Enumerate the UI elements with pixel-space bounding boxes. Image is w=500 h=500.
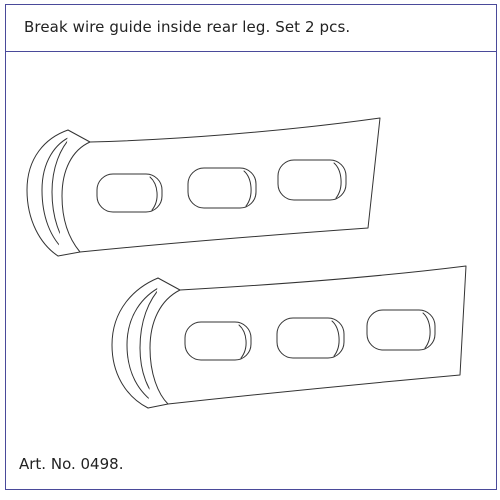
- slot-shadow: [149, 176, 158, 211]
- wire-guide-bottom-body: [147, 265, 467, 409]
- wire-guide-bottom-slots: [184, 309, 436, 361]
- slot: [366, 309, 436, 351]
- slot: [276, 317, 345, 359]
- slot: [96, 173, 163, 213]
- slot-shadow: [333, 162, 342, 199]
- wire-guide-top-body: [57, 117, 381, 257]
- slot: [277, 159, 347, 201]
- wire-guide-bottom: [111, 265, 467, 409]
- page-title: Break wire guide inside rear leg. Set 2 …: [24, 18, 351, 36]
- header-bar: Break wire guide inside rear leg. Set 2 …: [5, 4, 497, 52]
- wire-guide-bottom-end: [149, 289, 181, 405]
- slot: [187, 167, 257, 209]
- slot: [184, 321, 252, 361]
- wire-guide-top-end: [61, 141, 91, 253]
- wire-guide-top-slots: [96, 159, 347, 213]
- slot-shadow: [243, 170, 252, 207]
- slot-shadow: [331, 320, 340, 357]
- wire-guide-top: [26, 117, 381, 257]
- article-number: Art. No. 0498.: [19, 455, 124, 473]
- page-frame: [5, 4, 497, 490]
- slot-shadow: [422, 312, 431, 349]
- slot-shadow: [238, 324, 247, 359]
